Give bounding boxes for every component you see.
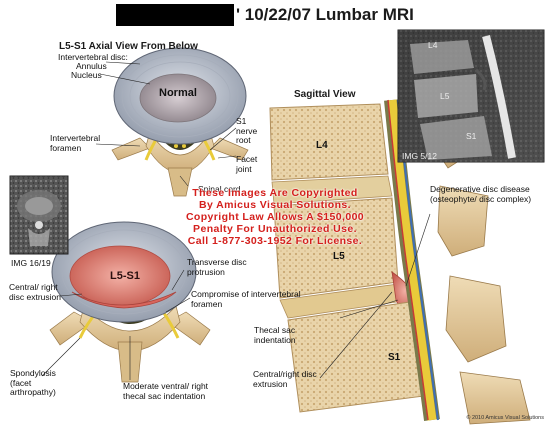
redacted-name-bar — [116, 4, 234, 26]
normal-axial-vertebra — [111, 47, 249, 197]
label-facet-joint: Facet joint — [236, 154, 258, 174]
label-nucleus: Nucleus — [71, 70, 102, 80]
watermark-line-2: By Amicus Visual Solutions. — [198, 199, 351, 211]
label-moderate-thecal-indentation: Moderate ventral/ right thecal sac inden… — [123, 381, 209, 401]
label-mri-l4: L4 — [428, 40, 438, 50]
label-intervertebral-foramen: Intervertebral foramen — [50, 133, 101, 153]
label-sagittal-s1: S1 — [388, 352, 401, 363]
footer-copyright: © 2010 Amicus Visual Solutions — [466, 415, 544, 421]
sagittal-view-heading: Sagittal View — [294, 89, 356, 100]
label-central-right-extrusion-sagittal: Central/right disc extrusion — [253, 369, 317, 389]
label-mri-s1: S1 — [466, 131, 477, 141]
label-compromise-foramen: Compromise of intervertebral foramen — [191, 289, 301, 309]
watermark-line-3: Copyright Law Allows A $150,000 — [185, 211, 365, 223]
watermark-line-4: Penalty For Unauthorized Use. — [193, 223, 357, 235]
label-spondylosis: Spondylosis (facet arthropathy) — [10, 368, 56, 397]
label-axial-mri-img: IMG 16/19 — [11, 258, 51, 268]
label-sagittal-l5: L5 — [333, 251, 345, 262]
label-spinal-cord: Spinal cord — [198, 184, 241, 194]
label-mri-l5: L5 — [440, 91, 450, 101]
label-transverse-disc-protrusion: Transverse disc protrusion — [187, 257, 247, 277]
label-central-right-disc-extrusion: Central/ right disc extrusion — [9, 282, 61, 302]
label-intervertebral-disc: Intervertebral disc: — [58, 52, 128, 62]
label-mri-img: IMG 5/12 — [402, 151, 437, 161]
label-l5-s1: L5-S1 — [110, 270, 140, 282]
label-sagittal-l4: L4 — [316, 140, 328, 151]
axial-mri-image — [9, 175, 69, 255]
watermark-line-1: These Images Are Copyrighted — [192, 187, 358, 199]
label-annulus: Annulus — [76, 61, 107, 71]
label-degenerative-disc-disease: Degenerative disc disease (osteophyte/ d… — [430, 184, 532, 204]
watermark-line-5: Call 1-877-303-1952 For License. — [187, 235, 363, 247]
axial-view-heading: L5-S1 Axial View From Below — [59, 41, 198, 52]
label-s1-nerve-root: S1 nerve root — [236, 116, 258, 145]
pathology-axial-vertebra — [49, 221, 211, 383]
page-title: ' 10/22/07 Lumbar MRI — [236, 5, 414, 24]
sagittal-mri-image — [397, 29, 545, 163]
label-thecal-sac-indentation: Thecal sac indentation — [254, 325, 296, 345]
label-normal: Normal — [159, 87, 197, 99]
axial-leader-lines — [41, 61, 237, 380]
